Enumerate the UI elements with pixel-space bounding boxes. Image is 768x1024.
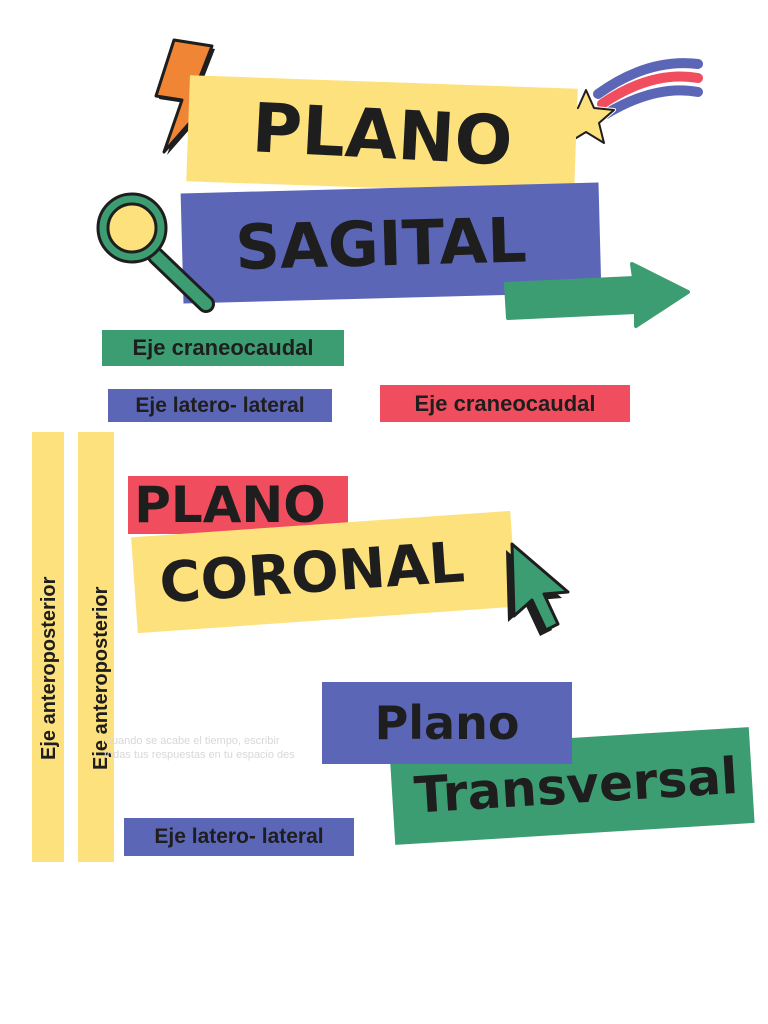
background-instruction-line2: todas tus respuestas en tu espacio des [104, 749, 295, 761]
sagital-label-craneocaudal-red-text: Eje craneocaudal [414, 390, 596, 416]
coronal-title-line1: PLANO [128, 476, 348, 534]
coronal-title-line2-text: CORONAL [157, 529, 467, 616]
transversal-label-latero-lateral: Eje latero- lateral [124, 818, 354, 856]
sagital-title-line2-text: SAGITAL [234, 202, 528, 284]
sagital-label-craneocaudal-green-text: Eje craneocaudal [132, 335, 314, 360]
arrow-right-icon [504, 262, 690, 328]
transversal-title-line1: Plano [322, 682, 572, 764]
vertical-bar-right [78, 432, 114, 862]
sagital-label-craneocaudal-green: Eje craneocaudal [102, 330, 344, 366]
magnifying-glass-icon [96, 192, 215, 313]
sagital-title-line1: PLANO [186, 75, 578, 195]
background-instruction-text: Cuando se acabe el tiempo, escribir toda… [104, 734, 324, 762]
sagital-label-latero-lateral: Eje latero- lateral [108, 389, 332, 422]
vertical-bar-left [32, 432, 64, 862]
transversal-title-line1-text: Plano [374, 696, 520, 750]
coronal-title-line1-text: PLANO [134, 476, 326, 534]
sagital-label-craneocaudal-red: Eje craneocaudal [380, 385, 630, 422]
vertical-label-left: Eje anteroposterior [38, 576, 60, 760]
sagital-title-line1-text: PLANO [249, 88, 515, 182]
transversal-label-latero-lateral-text: Eje latero- lateral [154, 825, 324, 848]
background-instruction-line1: Cuando se acabe el tiempo, escribir [104, 735, 280, 747]
sagital-label-latero-lateral-text: Eje latero- lateral [135, 393, 305, 417]
cursor-pointer-icon [506, 542, 570, 636]
